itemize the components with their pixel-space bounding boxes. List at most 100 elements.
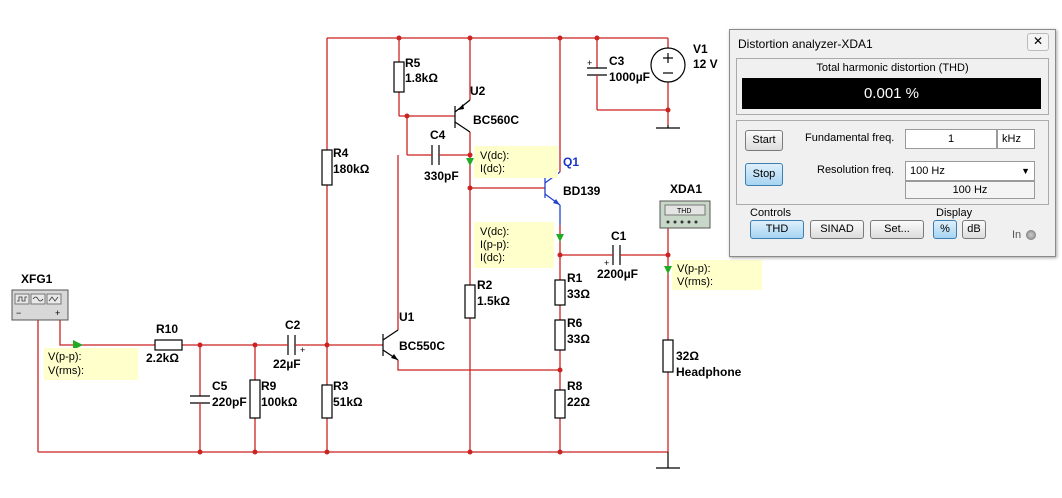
probe-output-vpp: V(p-p): bbox=[677, 263, 711, 275]
r5-label: R5 bbox=[405, 56, 421, 70]
r1-label: R1 bbox=[567, 271, 583, 285]
r5-value: 1.8kΩ bbox=[405, 71, 438, 85]
resistor-r9[interactable] bbox=[249, 379, 261, 419]
r3-value: 51kΩ bbox=[333, 395, 363, 409]
r2-label: R2 bbox=[477, 278, 493, 292]
resistor-r1[interactable] bbox=[554, 279, 566, 306]
fundamental-freq-label: Fundamental freq. bbox=[805, 132, 895, 144]
q1-label: Q1 bbox=[563, 155, 579, 169]
probe-q1-emitter[interactable] bbox=[474, 222, 564, 268]
headphone-load[interactable] bbox=[662, 339, 674, 373]
capacitor-c4[interactable] bbox=[425, 145, 445, 165]
window-title: Distortion analyzer-XDA1 bbox=[738, 37, 873, 51]
thd-panel: Total harmonic distortion (THD) 0.001 % bbox=[736, 58, 1049, 115]
capacitor-c1[interactable] bbox=[610, 245, 627, 265]
ground-icon bbox=[656, 452, 680, 469]
ground-icon bbox=[656, 125, 680, 129]
probe-input[interactable] bbox=[44, 340, 138, 380]
controls-group-label: Controls bbox=[750, 207, 791, 219]
c2-polarity: + bbox=[300, 345, 305, 355]
xda1-screen-text: THD bbox=[677, 208, 691, 215]
u1-label: U1 bbox=[399, 310, 415, 324]
thd-mode-button[interactable]: THD bbox=[750, 220, 804, 239]
xfg1-label: XFG1 bbox=[21, 272, 53, 286]
u2-value: BC560C bbox=[473, 113, 519, 127]
c5-value: 220pF bbox=[212, 395, 247, 409]
display-group-label: Display bbox=[936, 207, 973, 219]
probe-q1-idc: I(dc): bbox=[480, 252, 505, 264]
v1-value: 12 V bbox=[693, 57, 718, 71]
probe-u2-vdc: V(dc): bbox=[480, 150, 509, 162]
resolution-freq-label: Resolution freq. bbox=[817, 164, 895, 176]
xda1-label: XDA1 bbox=[670, 182, 702, 196]
probe-output-vrms: V(rms): bbox=[677, 276, 713, 288]
r10-label: R10 bbox=[156, 322, 178, 336]
distortion-analyzer-window[interactable]: Distortion analyzer-XDA1 ✕ Total harmoni… bbox=[729, 29, 1056, 257]
thd-caption: Total harmonic distortion (THD) bbox=[816, 62, 969, 74]
q1-value: BD139 bbox=[563, 184, 601, 198]
resolution-freq-select[interactable]: 100 Hz ▼ bbox=[905, 161, 1035, 181]
resistor-r6[interactable] bbox=[554, 319, 566, 351]
set-button[interactable]: Set... bbox=[870, 220, 924, 239]
c2-label: C2 bbox=[285, 318, 301, 332]
transistor-u1[interactable] bbox=[382, 329, 399, 361]
v1-label: V1 bbox=[693, 42, 708, 56]
probe-input-vpp: V(p-p): bbox=[48, 351, 82, 363]
xfg1-plus: + bbox=[55, 308, 60, 318]
resistor-r2[interactable] bbox=[464, 284, 476, 319]
function-generator-xfg1[interactable]: − + bbox=[11, 289, 69, 321]
capacitor-c3[interactable] bbox=[587, 67, 607, 82]
resistor-r4[interactable] bbox=[321, 149, 333, 186]
r8-label: R8 bbox=[567, 379, 583, 393]
db-display-button[interactable]: dB bbox=[962, 220, 986, 239]
r1-value: 33Ω bbox=[567, 287, 590, 301]
probe-u2-idc: I(dc): bbox=[480, 163, 505, 175]
c1-polarity: + bbox=[604, 258, 609, 268]
resistor-r8[interactable] bbox=[554, 389, 566, 419]
r4-value: 180kΩ bbox=[333, 162, 370, 176]
resistor-r3[interactable] bbox=[321, 384, 333, 419]
r6-value: 33Ω bbox=[567, 332, 590, 346]
resistor-r5[interactable] bbox=[393, 61, 405, 93]
junctions bbox=[197, 35, 671, 455]
input-terminal-icon[interactable] bbox=[1026, 230, 1036, 240]
r9-value: 100kΩ bbox=[261, 395, 298, 409]
dc-source-v1[interactable] bbox=[650, 47, 686, 83]
resistor-r10[interactable] bbox=[154, 339, 183, 351]
chevron-down-icon: ▼ bbox=[1021, 166, 1030, 176]
c2-value: 22µF bbox=[273, 357, 301, 371]
sinad-mode-button[interactable]: SINAD bbox=[810, 220, 864, 239]
c3-label: C3 bbox=[609, 54, 625, 68]
capacitor-c2[interactable] bbox=[283, 335, 300, 355]
headphone-name: Headphone bbox=[676, 365, 742, 379]
c4-value: 330pF bbox=[424, 169, 459, 183]
u2-label: U2 bbox=[470, 84, 486, 98]
r10-value: 2.2kΩ bbox=[146, 351, 179, 365]
capacitor-c5[interactable] bbox=[190, 395, 210, 408]
percent-display-button[interactable]: % bbox=[933, 220, 957, 239]
close-button[interactable]: ✕ bbox=[1027, 33, 1049, 51]
stop-button[interactable]: Stop bbox=[745, 163, 783, 186]
input-terminal-label: In bbox=[1012, 229, 1022, 241]
probe-output[interactable] bbox=[664, 260, 762, 290]
transistor-u2[interactable] bbox=[454, 99, 471, 133]
r8-value: 22Ω bbox=[567, 395, 590, 409]
c1-label: C1 bbox=[611, 229, 627, 243]
wires bbox=[37, 37, 669, 453]
distortion-analyzer-xda1[interactable] bbox=[659, 200, 711, 229]
probe-q1-vdc: V(dc): bbox=[480, 226, 509, 238]
xfg1-minus: − bbox=[16, 308, 21, 318]
resolution-freq-value: 100 Hz bbox=[910, 165, 945, 177]
fundamental-freq-unit[interactable]: kHz bbox=[997, 129, 1035, 149]
start-button[interactable]: Start bbox=[745, 130, 783, 151]
c3-polarity: + bbox=[587, 58, 592, 68]
r6-label: R6 bbox=[567, 316, 583, 330]
probe-u2-collector[interactable] bbox=[466, 146, 558, 178]
r3-label: R3 bbox=[333, 379, 349, 393]
fundamental-freq-input[interactable]: 1 bbox=[905, 129, 997, 149]
r9-label: R9 bbox=[261, 379, 277, 393]
r2-value: 1.5kΩ bbox=[477, 294, 510, 308]
c1-value: 2200µF bbox=[597, 267, 638, 281]
probe-q1-ipp: I(p-p): bbox=[480, 239, 509, 251]
